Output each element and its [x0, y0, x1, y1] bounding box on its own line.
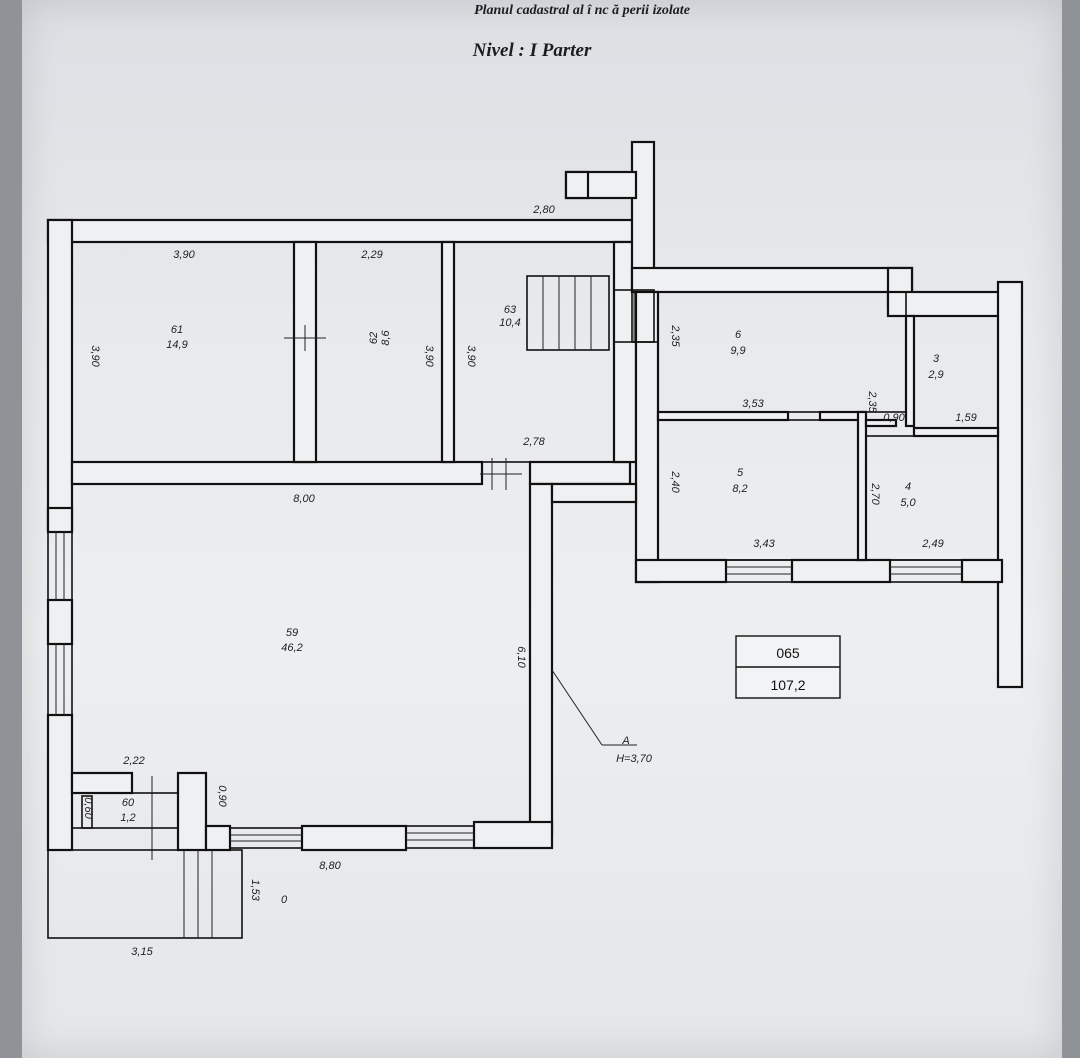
dim-3-small: 0,90 [883, 412, 905, 424]
room-63-id: 63 [504, 304, 517, 316]
window-annex-1 [725, 559, 793, 583]
dim-61-height: 3,90 [89, 345, 101, 367]
room-61-area: 14,9 [166, 339, 187, 351]
dimension-labels: 2,80 3,90 3,90 2,29 3,90 3,90 2,78 8,00 … [82, 204, 977, 958]
summary-code: 065 [776, 645, 800, 661]
room-59-area: 46,2 [281, 642, 302, 654]
dim-bottom-wall: 8,80 [319, 860, 341, 872]
floor-plan: Planul cadastral al î nc ă perii izolate… [46, 3, 1024, 958]
staircase [526, 275, 655, 351]
door-openings [284, 325, 522, 490]
dim-5-height: 2,40 [669, 470, 681, 493]
room-62-area: 8,6 [380, 329, 392, 345]
window-left-upper [47, 531, 73, 601]
dim-62-width: 2,29 [360, 249, 382, 261]
room-5-id: 5 [737, 467, 744, 479]
summary-total-area: 107,2 [770, 677, 805, 693]
dim-60-side: 0,90 [216, 785, 228, 807]
dim-61-width: 3,90 [173, 249, 195, 261]
dim-porch-height: 1,53 [249, 879, 261, 901]
room-5-area: 8,2 [732, 483, 747, 495]
room-4-id: 4 [905, 481, 911, 493]
paper-sheet: Planul cadastral al î nc ă perii izolate… [22, 0, 1062, 1058]
dim-60-height: 0,60 [82, 797, 94, 819]
dim-5-width: 3,43 [753, 538, 775, 550]
dim-3-width: 1,59 [955, 412, 976, 424]
room-labels: 61 14,9 62 8,6 63 10,4 59 46,2 60 1,2 6 … [120, 304, 943, 824]
dim-6-height: 2,35 [669, 324, 681, 347]
room-3-area: 2,9 [927, 369, 943, 381]
dim-63-bottom: 2,78 [522, 436, 545, 448]
window-bottom-2 [405, 825, 475, 849]
room-60-walls [71, 776, 179, 860]
section-mark: A H=3,70 [616, 735, 653, 765]
room-60-id: 60 [122, 797, 135, 809]
porch [47, 849, 243, 939]
window-left-lower [47, 643, 73, 716]
dim-top-wall: 2,80 [532, 204, 555, 216]
summary-box: 065 107,2 [735, 635, 841, 699]
dim-zero: 0 [281, 894, 288, 906]
room-6-id: 6 [735, 329, 742, 341]
dim-59-width: 8,00 [293, 493, 315, 505]
dim-63-height: 3,90 [465, 345, 477, 367]
room-62-id: 62 [368, 332, 380, 344]
window-bottom-1 [229, 827, 303, 849]
section-letter: A [621, 735, 629, 747]
window-annex-2 [889, 559, 963, 583]
room-61-id: 61 [171, 324, 183, 336]
section-line [551, 669, 637, 746]
dim-62-height: 3,90 [423, 345, 435, 367]
dim-60-width: 2,22 [122, 755, 144, 767]
room-6-area: 9,9 [730, 345, 745, 357]
room-60-area: 1,2 [120, 812, 135, 824]
plan-title: Planul cadastral al î nc ă perii izolate [474, 3, 690, 18]
room-59-id: 59 [286, 627, 298, 639]
section-height: H=3,70 [616, 753, 653, 765]
window-annex-top [631, 291, 659, 343]
level-label: Nivel : I Parter [472, 40, 592, 61]
room-3-id: 3 [933, 353, 940, 365]
dim-3-side: 2,35 [866, 390, 878, 413]
windows [47, 291, 963, 849]
room-63-area: 10,4 [499, 317, 520, 329]
walls [46, 140, 1024, 852]
dim-porch-width: 3,15 [131, 946, 153, 958]
dim-4-width: 2,49 [921, 538, 943, 550]
room-4-area: 5,0 [900, 497, 916, 509]
dim-4-height: 2,70 [869, 482, 881, 505]
dim-6-bottom: 3,53 [742, 398, 764, 410]
dim-59-height: 6,10 [515, 646, 527, 668]
